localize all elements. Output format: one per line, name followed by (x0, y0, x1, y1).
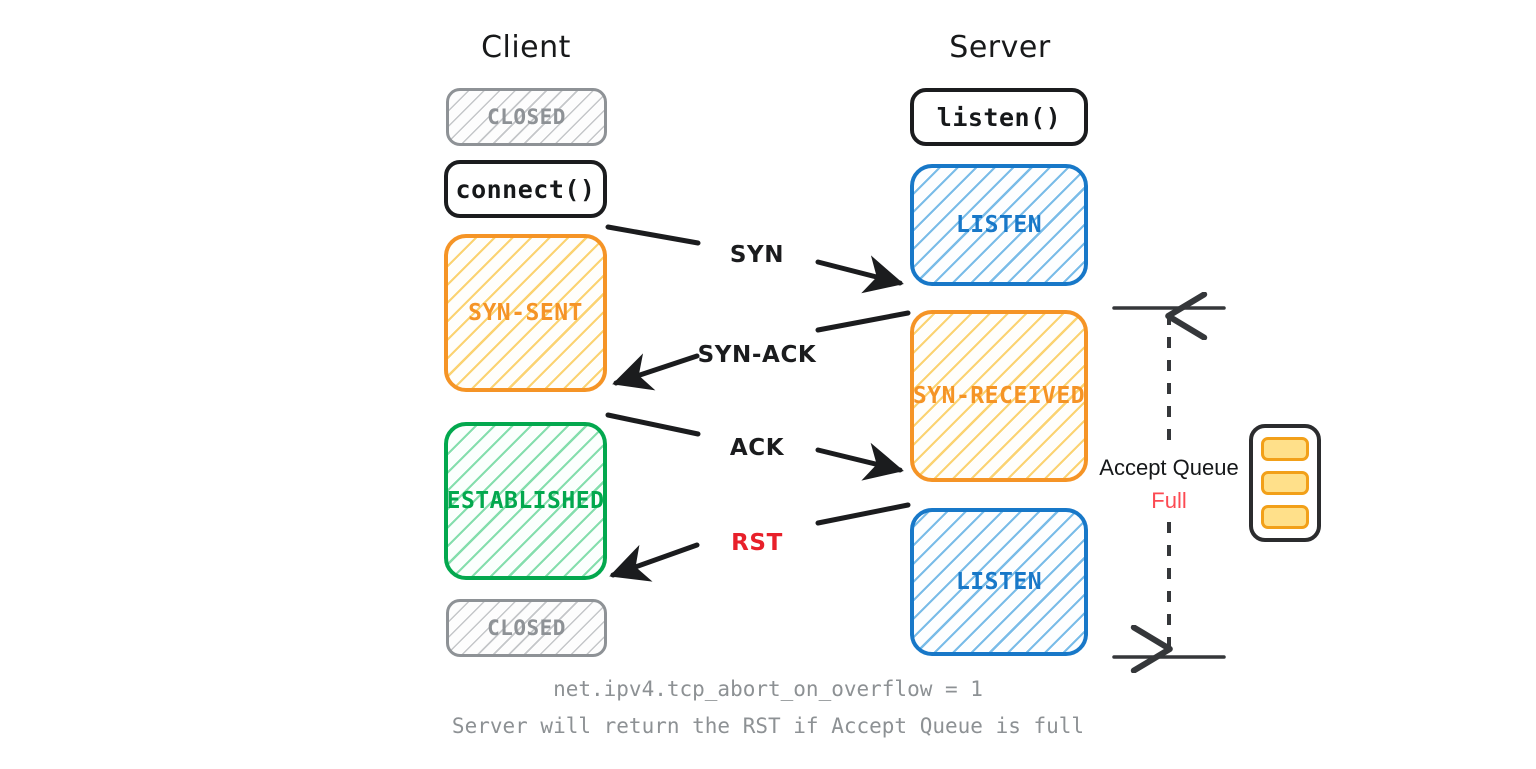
accept-queue-span (1112, 308, 1226, 657)
server-state-listen-initial: LISTEN (910, 164, 1088, 286)
arrow-ack (605, 412, 904, 481)
message-label-syn-ack: SYN-ACK (697, 342, 817, 368)
column-header-client: Client (481, 30, 571, 65)
column-header-server: Server (949, 30, 1051, 65)
server-state-listen-final: LISTEN (910, 508, 1088, 656)
client-connect-call: connect() (444, 160, 607, 218)
client-state-closed-initial: CLOSED (446, 88, 607, 146)
caption-sysctl: net.ipv4.tcp_abort_on_overflow = 1 (553, 677, 983, 701)
message-label-ack: ACK (729, 435, 785, 461)
arrow-rst (609, 502, 911, 582)
client-state-established: ESTABLISHED (444, 422, 607, 580)
server-state-syn-received: SYN-RECEIVED (910, 310, 1088, 482)
caption-description: Server will return the RST if Accept Que… (451, 714, 1085, 738)
accept-queue-widget (1249, 424, 1321, 542)
queue-slot (1261, 437, 1309, 461)
queue-slot (1261, 471, 1309, 495)
client-state-closed-final: CLOSED (446, 599, 607, 657)
arrow-syn-ack (612, 310, 911, 391)
message-label-rst: RST (731, 530, 783, 556)
server-listen-call: listen() (910, 88, 1088, 146)
arrow-syn (605, 224, 904, 294)
message-label-syn: SYN (729, 242, 785, 268)
accept-queue-title: Accept Queue (1099, 455, 1239, 480)
client-state-syn-sent: SYN-SENT (444, 234, 607, 392)
queue-slot (1261, 505, 1309, 529)
accept-queue-status: Full (1151, 488, 1187, 513)
